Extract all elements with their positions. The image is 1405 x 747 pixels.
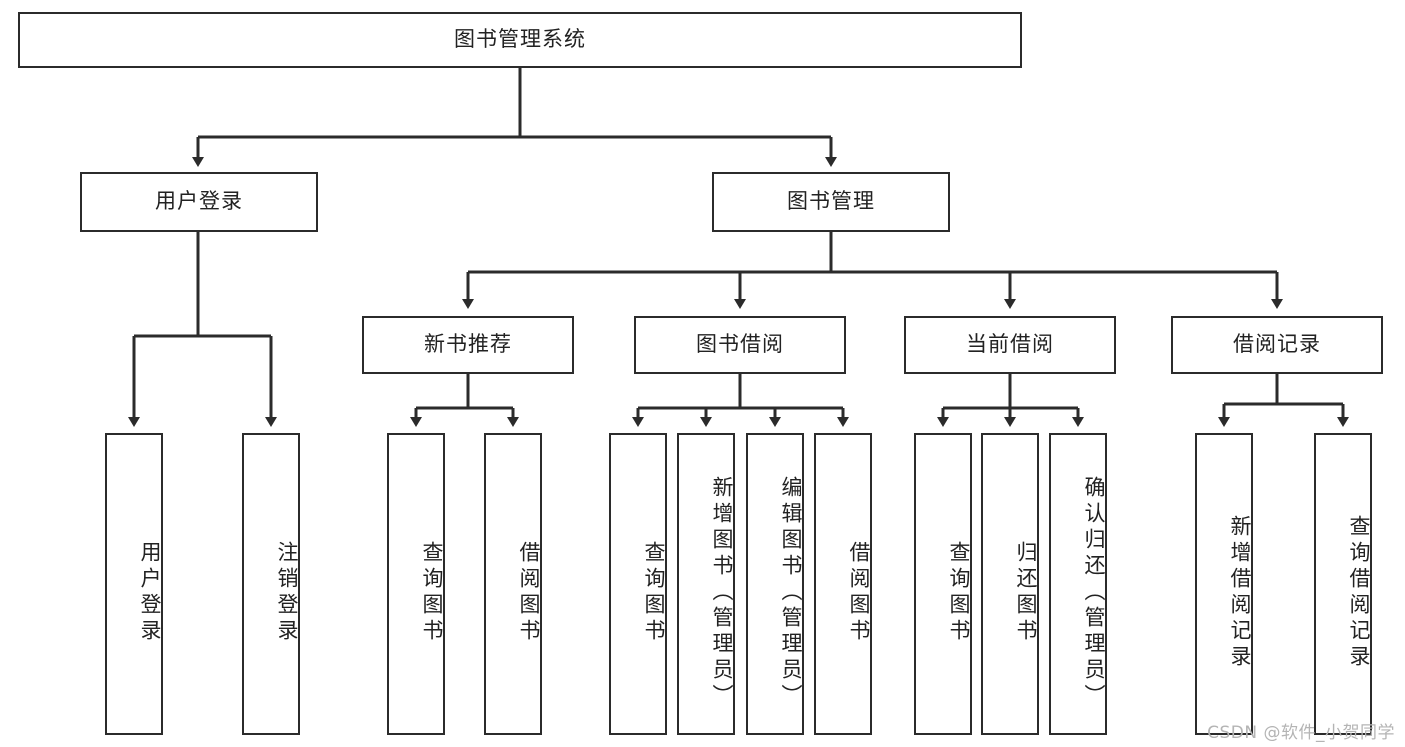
node-book-borrow[interactable]: 图书借阅 (634, 316, 846, 374)
node-label: 查询借阅记录 (1347, 515, 1371, 671)
leaf-current-return-book[interactable]: 归还图书 (981, 433, 1039, 735)
node-label: 注销登录 (275, 541, 299, 645)
node-label: 当前借阅 (966, 332, 1054, 357)
leaf-records-add-record[interactable]: 新增借阅记录 (1195, 433, 1253, 735)
node-root-system[interactable]: 图书管理系统 (18, 12, 1022, 68)
node-label: 借阅记录 (1233, 332, 1321, 357)
node-label: 借阅图书 (517, 541, 541, 645)
node-current-borrow[interactable]: 当前借阅 (904, 316, 1116, 374)
node-label: 借阅图书 (847, 541, 871, 645)
leaf-borrow-query-book[interactable]: 查询图书 (609, 433, 667, 735)
node-borrow-records[interactable]: 借阅记录 (1171, 316, 1383, 374)
leaf-records-query-record[interactable]: 查询借阅记录 (1314, 433, 1372, 735)
node-label: 用户登录 (138, 541, 162, 645)
node-user-login[interactable]: 用户登录 (80, 172, 318, 232)
leaf-current-confirm-return-admin[interactable]: 确认归还（管理员） (1049, 433, 1107, 735)
node-label: 图书管理系统 (454, 27, 586, 52)
node-label: 查询图书 (642, 541, 666, 645)
node-label: 图书管理 (787, 189, 875, 214)
node-label: 查询图书 (420, 541, 444, 645)
node-label: 图书借阅 (696, 332, 784, 357)
leaf-borrow-add-book-admin[interactable]: 新增图书（管理员） (677, 433, 735, 735)
leaf-user-logout[interactable]: 注销登录 (242, 433, 300, 735)
leaf-newbook-query-book[interactable]: 查询图书 (387, 433, 445, 735)
leaf-borrow-edit-book-admin[interactable]: 编辑图书（管理员） (746, 433, 804, 735)
node-label: 查询图书 (947, 541, 971, 645)
csdn-watermark: CSDN @软件_小贺同学 (1207, 723, 1395, 743)
node-label: 新书推荐 (424, 332, 512, 357)
node-label: 编辑图书（管理员） (779, 476, 803, 710)
leaf-newbook-borrow-book[interactable]: 借阅图书 (484, 433, 542, 735)
node-label: 用户登录 (155, 189, 243, 214)
node-book-management[interactable]: 图书管理 (712, 172, 950, 232)
leaf-user-login[interactable]: 用户登录 (105, 433, 163, 735)
node-label: 确认归还（管理员） (1082, 476, 1106, 710)
leaf-current-query-book[interactable]: 查询图书 (914, 433, 972, 735)
node-label: 新增图书（管理员） (710, 476, 734, 710)
node-label: 新增借阅记录 (1228, 515, 1252, 671)
node-label: 归还图书 (1014, 541, 1038, 645)
leaf-borrow-borrow-book[interactable]: 借阅图书 (814, 433, 872, 735)
node-new-book-recommend[interactable]: 新书推荐 (362, 316, 574, 374)
